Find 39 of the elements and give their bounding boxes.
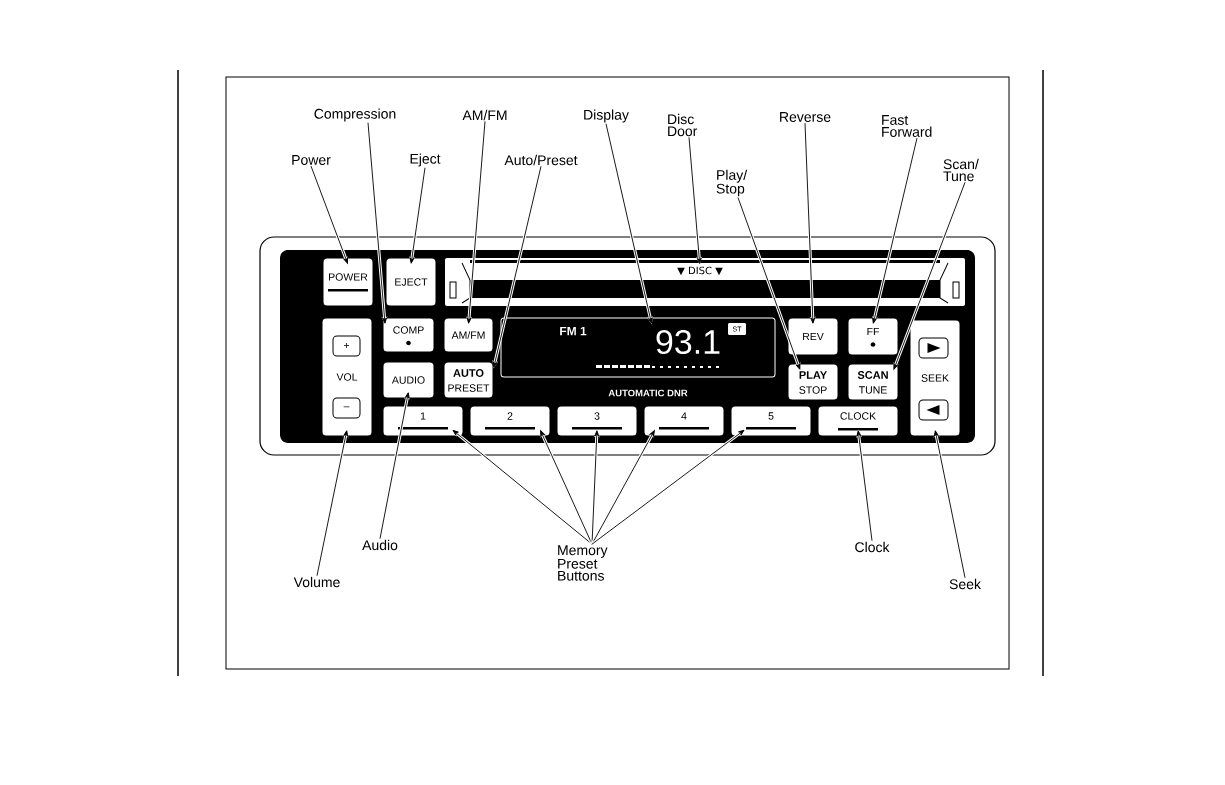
disc-slot: ▼ DISC ▼: [445, 258, 965, 306]
seek-down-button: [918, 399, 949, 421]
callout-label: Disc Door: [668, 113, 698, 137]
callout-label: Play/ Stop: [716, 169, 748, 197]
preset-button: 1: [382, 405, 464, 437]
callout-label: Reverse: [780, 112, 831, 122]
preset-button: 5: [730, 405, 812, 437]
preset-button: 2: [469, 405, 551, 437]
clock-button: CLOCK: [817, 405, 899, 437]
callout-label: Clock: [855, 541, 890, 553]
callout-label: Fast Forward: [882, 115, 932, 137]
power-button: POWER: [322, 257, 374, 307]
callout-label: Memory Preset Buttons: [558, 545, 608, 581]
audio-button: AUDIO: [382, 361, 435, 399]
band-button: AM/FM: [443, 317, 494, 353]
preset-button: 3: [556, 405, 638, 437]
callout-label: Volume: [293, 576, 340, 588]
callout-label: Seek: [949, 578, 981, 590]
callout-label: Eject: [410, 153, 441, 167]
compression-button: COMP: [382, 317, 435, 353]
eject-button: EJECT: [385, 257, 437, 307]
seek-up-button: [918, 337, 949, 359]
fast-forward-button: FF: [847, 317, 899, 356]
callout-label: Audio: [362, 539, 398, 551]
play-stop-button: PLAY STOP: [787, 363, 839, 401]
preset-button: 4: [643, 405, 725, 437]
callout-label: Compression: [314, 108, 396, 122]
leader-line: [452, 429, 593, 546]
callout-label: Power: [292, 155, 331, 165]
reverse-button: REV: [787, 317, 839, 356]
scan-tune-button: SCAN TUNE: [847, 363, 899, 401]
callout-label: Auto/Preset: [504, 154, 578, 166]
volume-up-button: +: [332, 335, 361, 357]
callout-label: Display: [584, 109, 629, 123]
auto-preset-button: AUTO PRESET: [443, 361, 494, 399]
callout-label: AM/FM: [462, 109, 507, 121]
callout-label: Scan/ Tune: [943, 158, 979, 182]
leader-line: [591, 429, 745, 546]
volume-down-button: –: [332, 397, 361, 419]
